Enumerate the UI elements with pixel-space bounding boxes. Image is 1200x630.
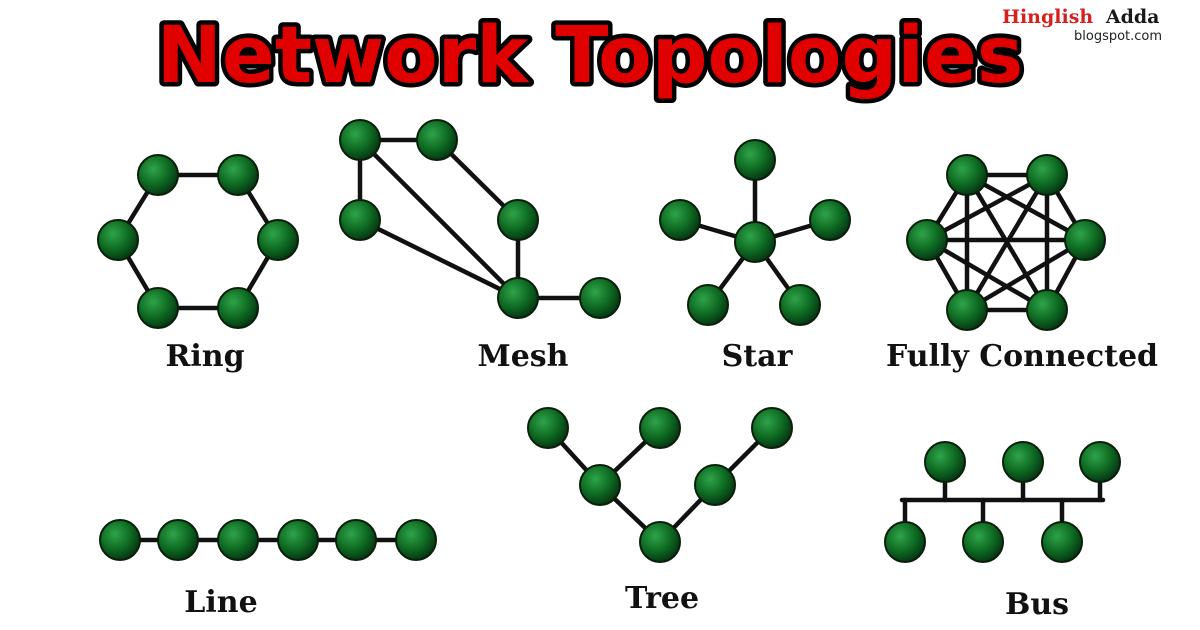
topology-fully-connected: Fully Connected [886, 154, 1158, 374]
bus-node [924, 441, 966, 483]
line-node [157, 519, 199, 561]
brand-subtitle: blogspot.com [1074, 29, 1162, 44]
mesh-node [497, 199, 539, 241]
star-label: Star [722, 339, 794, 374]
brand-logo: Hinglish Adda blogspot.com [1002, 6, 1162, 44]
bus-node [1041, 521, 1083, 563]
svg-text:Hinglish Adda: Hinglish Adda [1002, 6, 1159, 28]
line-node [217, 519, 259, 561]
fully-connected-edge [924, 172, 1050, 243]
fully-connected-node [1026, 289, 1068, 331]
mesh-edge [357, 137, 521, 301]
fully-connected-node [1064, 219, 1106, 261]
page-title: Network Topologies [157, 11, 1024, 101]
line-node [277, 519, 319, 561]
topology-line: Line [99, 519, 437, 620]
tree-node [751, 407, 793, 449]
topology-ring: Ring [97, 154, 299, 374]
fully-connected-edge [964, 237, 1088, 313]
ring-node [97, 219, 139, 261]
tree-node [527, 407, 569, 449]
tree-node [694, 464, 736, 506]
bus-label: Bus [1005, 587, 1069, 622]
fully-connected-node [946, 289, 988, 331]
mesh-edges [357, 137, 603, 301]
bus-node [962, 521, 1004, 563]
line-node [335, 519, 377, 561]
mesh-node [497, 277, 539, 319]
ring-node [137, 287, 179, 329]
star-node [809, 199, 851, 241]
ring-node [137, 154, 179, 196]
star-node [687, 284, 729, 326]
mesh-node [416, 119, 458, 161]
bus-node [1079, 441, 1121, 483]
topology-bus: Bus [884, 441, 1121, 622]
topology-tree: Tree [527, 407, 793, 616]
tree-node [579, 464, 621, 506]
ring-label: Ring [165, 339, 244, 374]
fully-connected-node [906, 219, 948, 261]
fully-connected-node [1026, 154, 1068, 196]
tree-label: Tree [625, 581, 699, 616]
topology-star: Star [659, 139, 851, 374]
line-node [99, 519, 141, 561]
mesh-node [339, 199, 381, 241]
fully-connected-edges [924, 172, 1088, 313]
fully-connected-label: Fully Connected [886, 339, 1158, 374]
mesh-label: Mesh [478, 339, 569, 374]
bus-node [884, 521, 926, 563]
line-label: Line [184, 585, 257, 620]
ring-edges [115, 172, 281, 311]
star-node [659, 199, 701, 241]
tree-node [639, 407, 681, 449]
ring-node [217, 287, 259, 329]
tree-node [639, 521, 681, 563]
topology-mesh: Mesh [339, 119, 621, 374]
mesh-edge [357, 217, 521, 301]
mesh-node [339, 119, 381, 161]
bus-node [1002, 441, 1044, 483]
brand-name-part2: Adda [1105, 6, 1160, 28]
star-node [734, 221, 776, 263]
star-node [779, 284, 821, 326]
line-node [395, 519, 437, 561]
fully-connected-edge [924, 237, 1050, 313]
star-node [734, 139, 776, 181]
ring-node [257, 219, 299, 261]
mesh-node [579, 277, 621, 319]
ring-node [217, 154, 259, 196]
fully-connected-edge [964, 172, 1050, 313]
fully-connected-node [946, 154, 988, 196]
brand-name-part1: Hinglish [1002, 6, 1093, 28]
